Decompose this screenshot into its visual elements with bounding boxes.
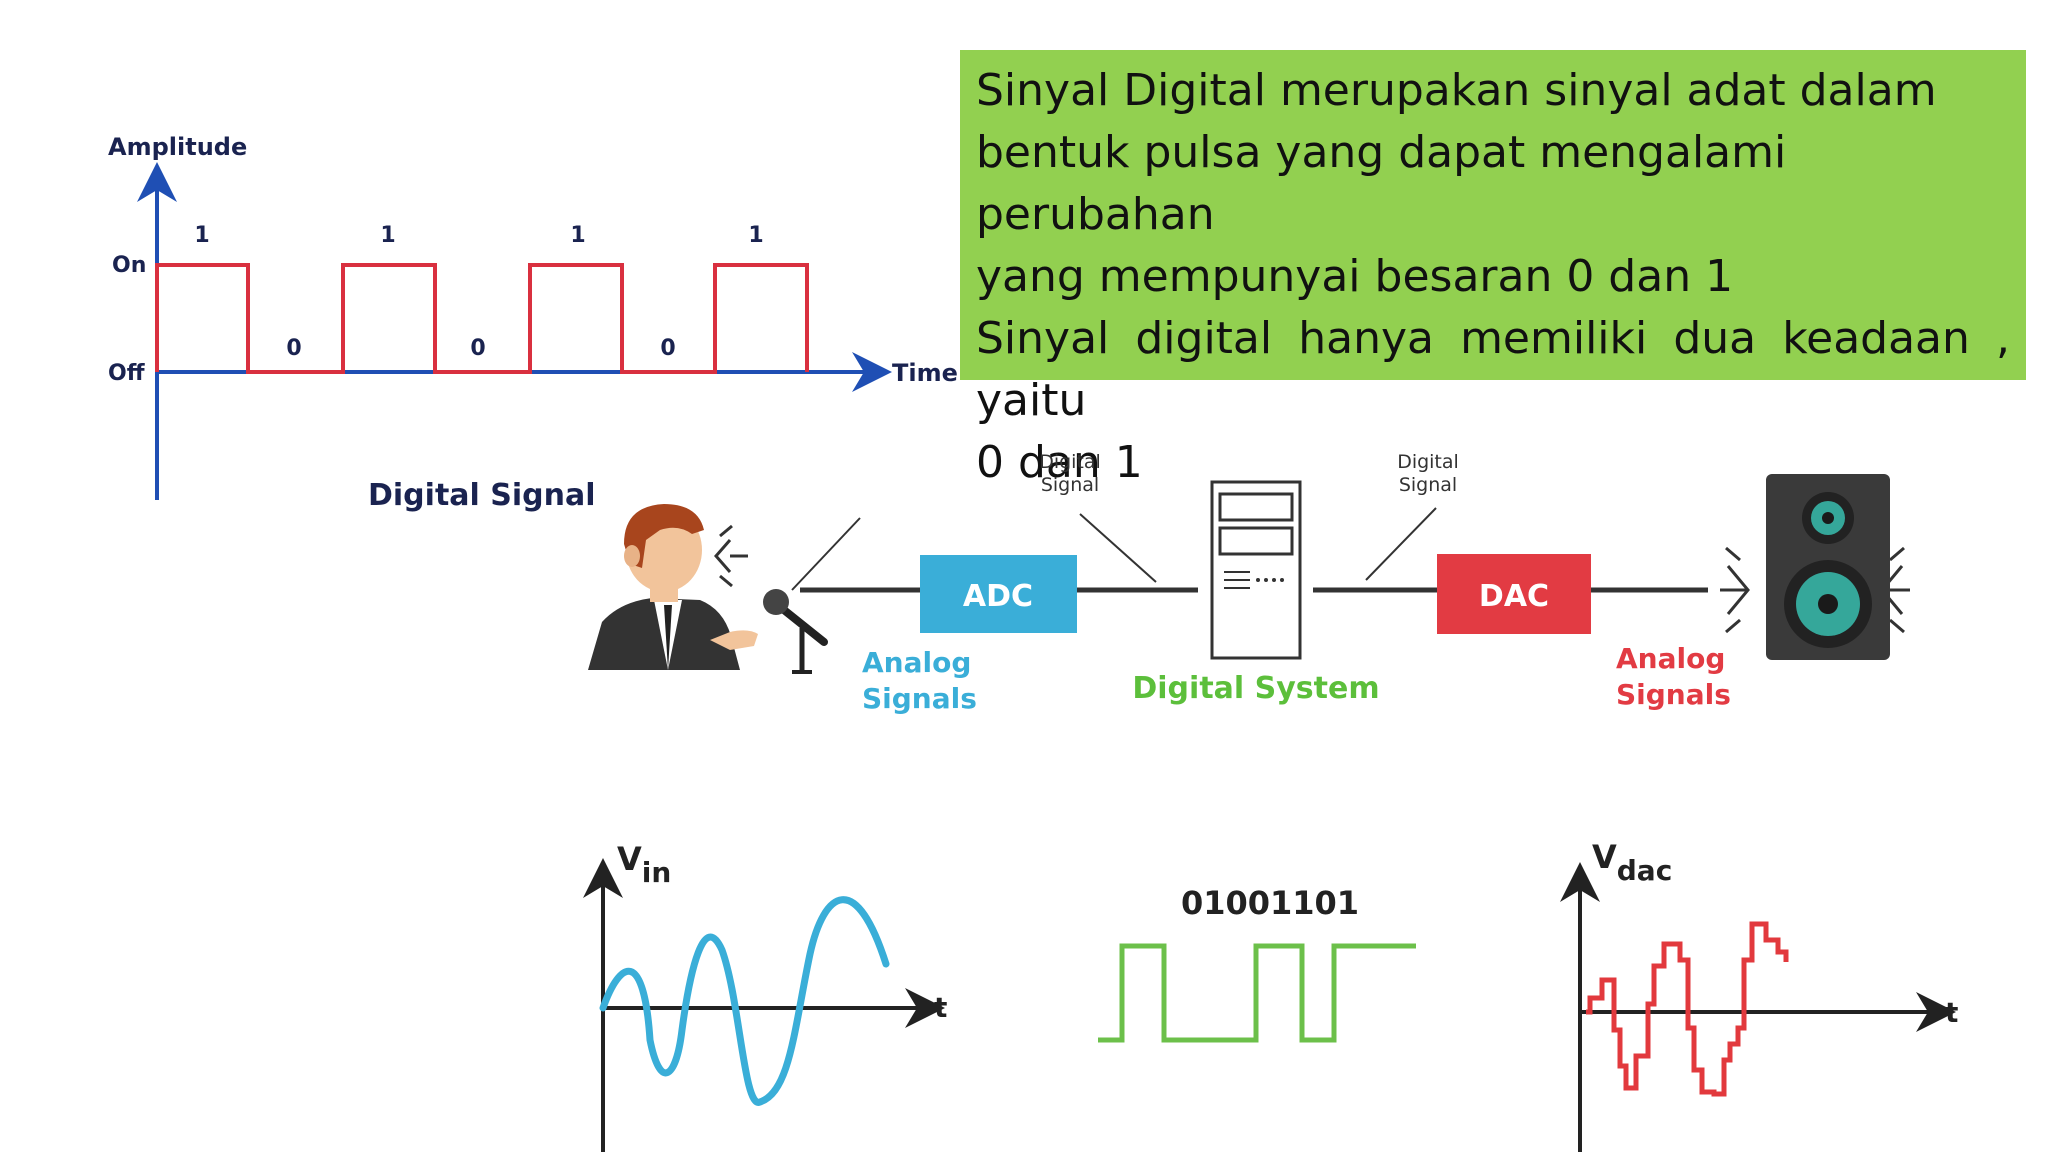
analog-signals-right-2: Signals	[1616, 678, 1731, 711]
dac-output-wave	[1586, 921, 1789, 1097]
bit-label: 1	[194, 223, 209, 248]
digital-signal-right-2: Signal	[1399, 474, 1457, 496]
bit-label: 0	[660, 336, 675, 361]
waveforms-panel: Vin t 01001101 Vdac t	[583, 838, 1958, 1152]
microphone-icon	[763, 589, 828, 674]
adc-dac-pipeline: ADC Analog Signals Digital Signal Digita…	[588, 451, 1910, 715]
dac-label: DAC	[1479, 579, 1549, 614]
analog-signals-left-2: Signals	[862, 682, 977, 715]
digital-system-label: Digital System	[1132, 671, 1379, 706]
digital-signal-right-1: Digital	[1397, 451, 1459, 473]
bit-label: 0	[286, 336, 301, 361]
sound-waves-icon	[714, 524, 748, 588]
vdac-label: Vdac	[1592, 838, 1672, 887]
bit-label: 1	[380, 223, 395, 248]
computer-tower-icon	[1210, 480, 1302, 660]
digital-wave	[1098, 943, 1416, 1043]
definition-line: Sinyal Digital merupakan sinyal adat dal…	[976, 65, 1937, 116]
definition-line: 0 dan 1	[976, 437, 1143, 488]
pulse-train	[155, 263, 809, 374]
y-axis-label: Amplitude	[108, 133, 247, 161]
adc-block	[920, 555, 1077, 633]
x-axis-label: Time	[892, 359, 958, 387]
definition-line: bentuk pulsa yang dapat mengalami peruba…	[976, 127, 1787, 240]
bit-label: 1	[570, 223, 585, 248]
speaker-person-icon	[588, 504, 758, 670]
bits-label: 01001101	[1181, 884, 1359, 922]
digital-signal-chart: Amplitude Time On Off 1 0 1 0 1 0 1 Digi…	[108, 133, 958, 513]
definition-textbox: Sinyal Digital merupakan sinyal adat dal…	[960, 50, 2026, 488]
analog-input-wave	[599, 896, 890, 1106]
digital-signal-left-2: Signal	[1041, 474, 1099, 496]
analog-signals-right-1: Analog	[1616, 642, 1725, 675]
bit-label: 0	[470, 336, 485, 361]
vin-label: Vin	[617, 840, 671, 889]
definition-line: Sinyal digital hanya memiliki dua keadaa…	[976, 313, 2010, 426]
bit-label: 1	[748, 223, 763, 248]
chart-caption: Digital Signal	[368, 478, 596, 513]
off-level-label: Off	[108, 361, 146, 386]
analog-signals-left-1: Analog	[862, 646, 971, 679]
on-level-label: On	[112, 253, 146, 278]
vin-time-label: t	[934, 991, 947, 1024]
dac-block	[1437, 554, 1591, 634]
digital-signal-left-1: Digital	[1039, 451, 1101, 473]
definition-line: yang mempunyai besaran 0 dan 1	[976, 251, 1734, 302]
loudspeaker-icon	[1766, 474, 1890, 660]
vdac-time-label: t	[1945, 996, 1958, 1029]
adc-label: ADC	[963, 579, 1033, 614]
